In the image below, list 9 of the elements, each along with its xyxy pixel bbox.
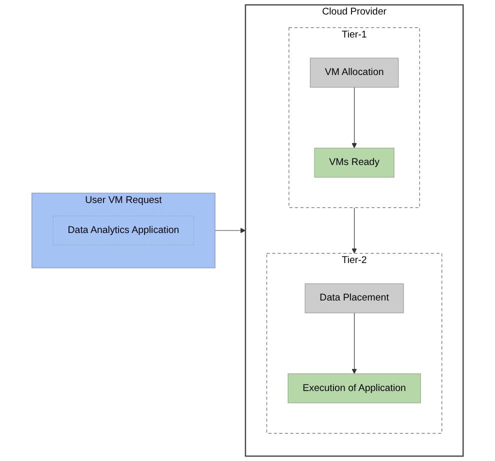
arrow: [352, 207, 357, 254]
node-box: Data Analytics Application: [52, 216, 194, 246]
arrow: [352, 312, 357, 374]
node-box: Data Placement: [304, 283, 404, 314]
node-box: VMs Ready: [314, 148, 394, 178]
node-box: VM Allocation: [310, 58, 399, 88]
arrow: [352, 86, 357, 148]
node-box: Execution of Application: [288, 373, 421, 404]
arrow: [214, 228, 246, 234]
